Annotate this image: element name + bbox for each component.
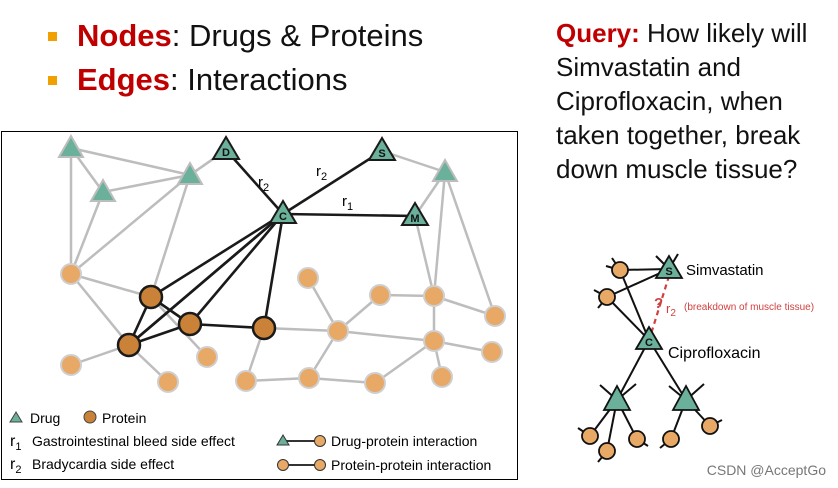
protein-node [369,284,391,306]
protein-node [662,430,680,448]
protein-node [611,261,629,279]
legend-pp-protein-icon [277,459,289,471]
ciprofloxacin-label: Ciprofloxacin [668,345,760,362]
protein-node [598,442,616,460]
bullet-nodes: Nodes: Drugs & Proteins [48,14,423,58]
graph-panel: r2 r2 r1 D S [1,131,518,480]
edge-label-r2-cs: r2 [316,163,327,183]
protein-node [157,371,179,393]
query-drug-nodes [211,135,430,226]
protein-node-targeted [251,315,277,341]
legend-r1-symbol: r1 [10,433,21,453]
protein-node [431,366,453,388]
drug-node-m [400,201,430,226]
bullet-keyword: Edges [77,62,171,97]
example-letter-c: C [645,337,653,349]
bullet-edges: Edges: Interactions [48,58,423,102]
legend-dp-protein-icon [314,435,326,447]
drug-letter-d: D [222,147,230,159]
bullet-square-icon [48,31,57,41]
protein-node [598,288,616,306]
example-drug-nodes [602,254,701,411]
legend-dp-label: Drug-protein interaction [331,433,477,449]
legend-dp-drug-icon [276,434,290,446]
protein-node [60,354,82,376]
protein-node [196,346,218,368]
legend-pp-protein-icon [314,459,326,471]
drug-node [176,160,204,185]
bullet-square-icon [48,75,57,85]
protein-node [423,285,445,307]
protein-node [235,370,257,392]
drug-node-s [367,136,397,161]
legend-drug-icon [9,411,23,423]
query-mark: ? [654,295,663,312]
legend-r1-text: Gastrointestinal bleed side effect [32,433,235,449]
drug-node-d [211,135,241,160]
simvastatin-label: Simvastatin [686,262,764,279]
legend: Drug Protein r1 Gastrointestinal bleed s… [9,410,491,476]
drug-node [89,177,117,202]
bullet-text: : Drugs & Proteins [171,18,424,53]
drug-node-c [268,199,298,224]
bullet-list: Nodes: Drugs & Proteins Edges: Interacti… [48,14,423,102]
legend-protein-label: Protein [102,410,146,426]
protein-node [484,305,506,327]
legend-drug-label: Drug [30,410,60,426]
drug-node-ciprofloxacin [634,325,664,350]
protein-node [581,427,599,445]
query-text: Query: How likely will Simvastatin and C… [556,16,836,186]
protein-nodes [60,263,506,394]
protein-node [327,320,349,342]
protein-node [297,267,319,289]
drug-node [671,384,701,411]
example-svg: ? r2 (breakdown of muscle tissue) S C Si… [577,253,814,463]
protein-node-targeted [177,311,203,337]
query-label: Query: [556,18,640,48]
drug-node [431,157,459,182]
bullet-keyword: Nodes [77,18,172,53]
example-r2-symbol: r2 [666,301,676,319]
query-body: How likely will Simvastatin and Ciproflo… [556,18,808,184]
legend-pp-label: Protein-protein interaction [331,457,491,473]
protein-node [364,372,386,394]
example-protein-nodes [581,261,719,460]
protein-node-targeted [116,332,142,358]
drug-node [57,133,85,158]
example-letter-s: S [665,266,672,278]
drug-letter-s: S [378,148,385,160]
drug-node-simvastatin [654,254,684,279]
protein-node [423,330,445,352]
graph-svg: r2 r2 r1 D S [9,133,506,476]
protein-node [628,430,646,448]
protein-node [701,417,719,435]
targeted-protein-nodes [116,284,277,358]
protein-node [60,263,82,285]
edge-label-r2-cd: r2 [258,174,269,194]
example-r2-text: (breakdown of muscle tissue) [684,302,814,313]
protein-node [298,367,320,389]
bullet-text: : Interactions [170,62,348,97]
drug-letter-m: M [410,213,419,225]
drug-node [602,384,632,411]
query-link-dashed [649,275,671,335]
drug-letter-c: C [279,211,287,223]
legend-r2-symbol: r2 [10,456,21,476]
watermark: CSDN @AcceptGo [706,462,826,478]
legend-protein-icon [83,410,97,424]
edge-label-r1-cm: r1 [342,193,353,213]
legend-r2-text: Bradycardia side effect [32,456,174,472]
drug-nodes [57,133,459,202]
protein-node [481,341,503,363]
protein-node-targeted [138,284,164,310]
